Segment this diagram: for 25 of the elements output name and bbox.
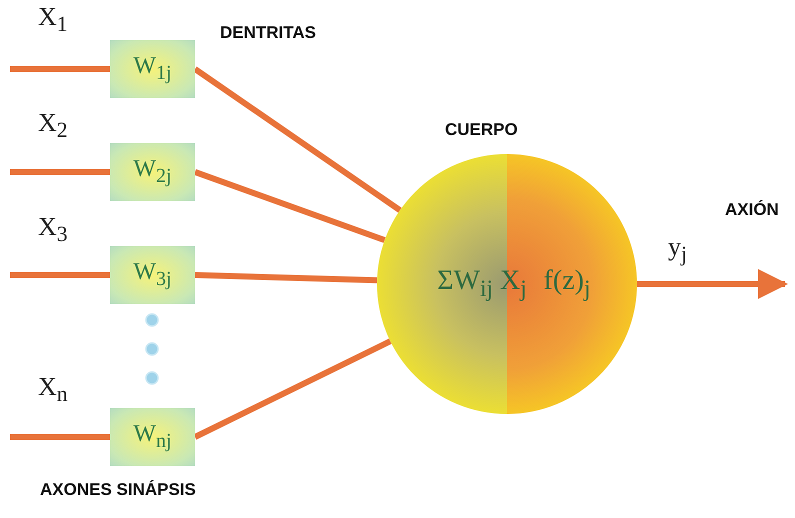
weight-box: W$_{1j}$: [110, 40, 195, 98]
formula-text: ΣW$_{ij}$ X$_{j}$: [437, 265, 527, 303]
weight-box: W$_{3j}$: [110, 246, 195, 304]
section-label: AXONES SINÁPSIS: [40, 480, 196, 500]
connector-line: [10, 272, 110, 278]
connector-line: [194, 272, 378, 284]
neuron-body-circle: [377, 154, 637, 414]
connector-line: [194, 169, 386, 243]
section-label: DENTRITAS: [220, 23, 316, 43]
heading-label: CUERPO: [445, 120, 518, 140]
edge-label: X$_{n}$: [38, 372, 68, 408]
weight-box: W$_{2j}$: [110, 143, 195, 201]
edge-label: y$_{j}$: [668, 232, 688, 268]
connector-line: [193, 66, 402, 213]
edge-label: X$_{1}$: [38, 2, 68, 38]
connector-line: [194, 338, 392, 440]
connector-line: [10, 66, 110, 72]
edge-label: X$_{2}$: [38, 108, 68, 144]
connector-line: [10, 434, 110, 440]
edge-label: X$_{3}$: [38, 212, 68, 248]
formula-text: f(z)$_{j}$: [544, 265, 590, 303]
output-arrow: [637, 269, 788, 299]
connector-line: [10, 169, 110, 175]
section-label: AXIÓN: [725, 200, 779, 220]
weight-box: W$_{nj}$: [110, 408, 195, 466]
